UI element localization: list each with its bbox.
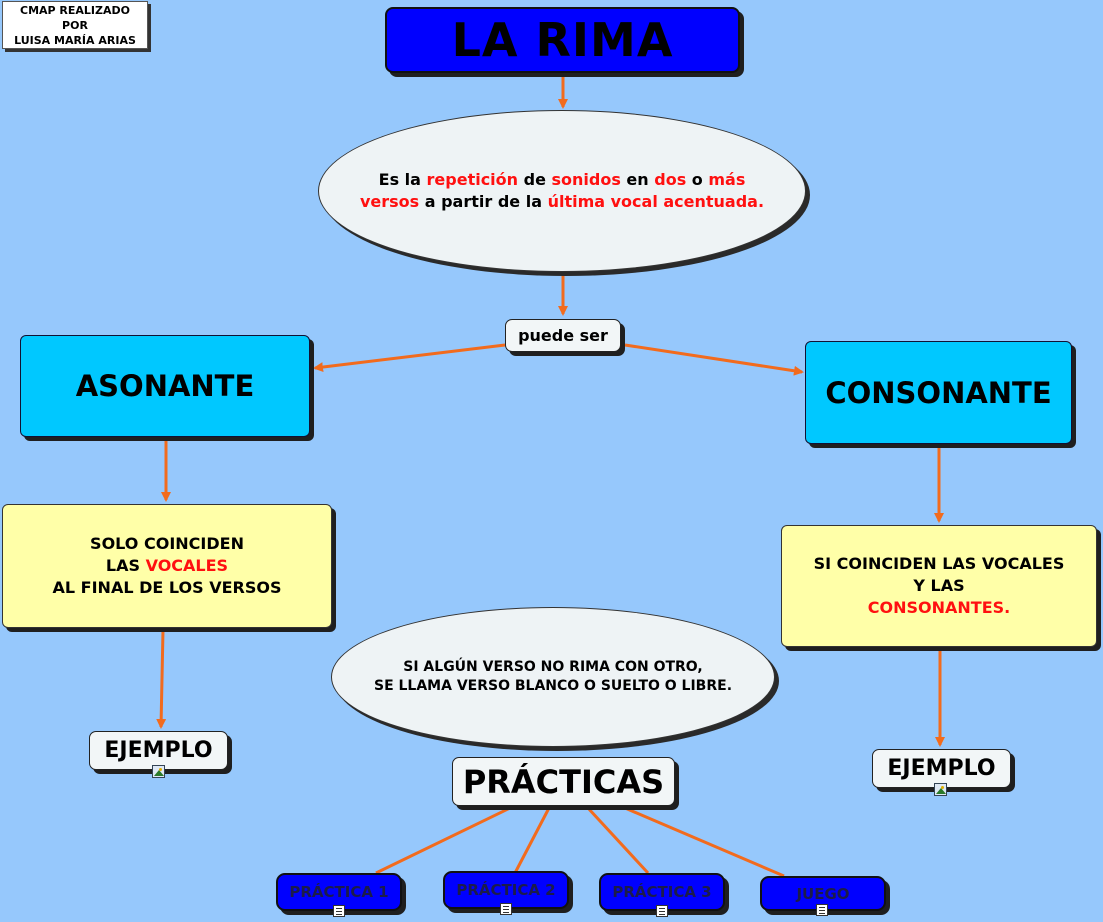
consonante-title: CONSONANTE	[825, 375, 1052, 410]
document-icon[interactable]	[333, 905, 345, 917]
definition-segment: en	[620, 170, 655, 189]
document-icon[interactable]	[816, 904, 828, 916]
consonante-desc-line-3: CONSONANTES.	[867, 598, 1011, 617]
practica-2-label: PRÁCTICA 2	[456, 881, 556, 899]
credit-box: CMAP REALIZADO POR LUISA MARÍA ARIAS	[2, 1, 148, 49]
definition-segment: última vocal acentuada.	[547, 192, 765, 211]
title-node[interactable]: LA RIMA	[385, 7, 740, 73]
definition-segment: versos	[359, 192, 420, 211]
title-text: LA RIMA	[451, 13, 674, 67]
blank-verse-node[interactable]: SI ALGÚN VERSO NO RIMA CON OTRO, SE LLAM…	[331, 607, 775, 747]
link-asonante-example	[156, 629, 167, 729]
asonante-description[interactable]: SOLO COINCIDEN LAS VOCALES AL FINAL DE L…	[2, 504, 332, 628]
consonante-desc-line-2: Y LAS	[913, 576, 965, 595]
practica-3-label: PRÁCTICA 3	[612, 883, 712, 901]
link-label-text: puede ser	[518, 326, 608, 345]
definition-segment: a partir de la	[419, 192, 548, 211]
definition-line-2: versos a partir de la última vocal acent…	[360, 191, 764, 213]
definition-segment: o	[686, 170, 709, 189]
link-practicas-1	[375, 806, 511, 875]
consonante-example-button[interactable]: EJEMPLO	[872, 749, 1011, 788]
definition-segment: Es la	[378, 170, 427, 189]
image-icon[interactable]	[934, 783, 947, 796]
asonante-desc-line-1: SOLO COINCIDEN	[90, 534, 244, 553]
asonante-desc-line-3: AL FINAL DE LOS VERSOS	[52, 578, 282, 597]
credit-line-1: CMAP REALIZADO	[20, 3, 130, 17]
asonante-example-button[interactable]: EJEMPLO	[89, 731, 228, 770]
link-label-asonante	[313, 343, 506, 373]
asonante-desc-vocales: VOCALES	[145, 556, 229, 575]
definition-node[interactable]: Es la repetición de sonidos en dos o más…	[318, 110, 806, 272]
practicas-node[interactable]: PRÁCTICAS	[452, 757, 675, 806]
consonante-node[interactable]: CONSONANTE	[805, 341, 1072, 444]
juego-label: JUEGO	[796, 884, 850, 903]
asonante-node[interactable]: ASONANTE	[20, 335, 310, 437]
practicas-title: PRÁCTICAS	[462, 762, 665, 801]
asonante-example-label: EJEMPLO	[104, 738, 213, 763]
definition-segment: dos	[654, 170, 687, 189]
credit-line-3: LUISA MARÍA ARIAS	[14, 33, 136, 47]
document-icon[interactable]	[656, 905, 668, 917]
definition-segment: de	[518, 170, 552, 189]
asonante-desc-line-2a: LAS	[105, 556, 146, 575]
definition-line-1: Es la repetición de sonidos en dos o más	[379, 169, 746, 191]
asonante-desc-line-2: LAS VOCALES	[106, 555, 228, 577]
image-icon[interactable]	[152, 765, 165, 778]
practica-3-button[interactable]: PRÁCTICA 3	[599, 873, 725, 911]
definition-segment: más	[708, 170, 746, 189]
credit-line-2: POR	[62, 18, 88, 32]
asonante-title: ASONANTE	[75, 369, 255, 403]
document-icon[interactable]	[500, 903, 512, 915]
definition-segment: sonidos	[551, 170, 621, 189]
blank-verse-line-2: SE LLAMA VERSO BLANCO O SUELTO O LIBRE.	[373, 678, 733, 694]
blank-verse-line-1: SI ALGÚN VERSO NO RIMA CON OTRO,	[403, 659, 703, 675]
link-label-puede-ser[interactable]: puede ser	[505, 319, 621, 352]
consonante-description[interactable]: SI COINCIDEN LAS VOCALES Y LAS CONSONANT…	[781, 525, 1097, 647]
link-practicas-juego	[624, 806, 785, 878]
practica-1-label: PRÁCTICA 1	[289, 883, 389, 901]
consonante-desc-line-1: SI COINCIDEN LAS VOCALES	[813, 554, 1065, 573]
link-practicas-3	[586, 806, 650, 875]
definition-segment: repetición	[426, 170, 519, 189]
link-label-consonante	[624, 343, 804, 376]
consonante-example-label: EJEMPLO	[887, 756, 996, 781]
link-practicas-2	[513, 807, 551, 874]
